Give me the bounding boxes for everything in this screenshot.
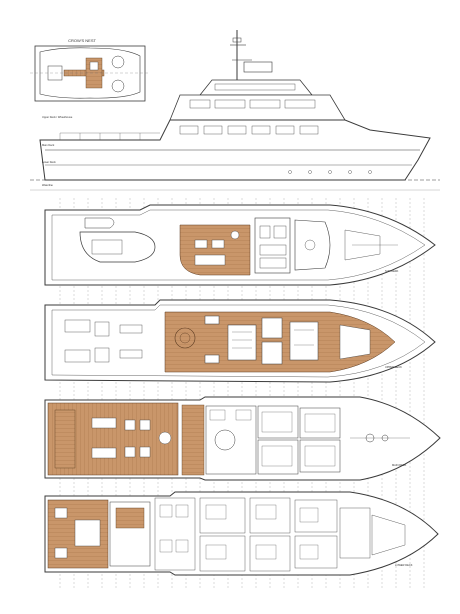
profile-label-3: Lower Deck <box>42 160 56 164</box>
profile-label-4: Waterline <box>42 183 53 187</box>
deck-label-main: MAIN DECK <box>392 463 407 467</box>
deck-label-lower: LOWER DECK <box>395 563 413 567</box>
inset-title: CROW'S NEST <box>68 38 96 43</box>
profile-label-2: Main Deck <box>42 143 55 147</box>
deck-label-sun: SUN DECK <box>385 269 399 273</box>
deck-label-upper: UPPER DECK <box>385 365 402 369</box>
profile-view: Upper Deck / Wheelhouse Main Deck Lower … <box>30 30 440 191</box>
deck-plan-lower: LOWER DECK <box>44 491 439 576</box>
deck-plan-main: MAIN DECK <box>44 396 441 481</box>
deck-plan-upper: UPPER DECK <box>44 299 436 383</box>
crows-nest-inset: CROW'S NEST <box>30 38 150 102</box>
profile-label-1: Upper Deck / Wheelhouse <box>42 115 73 119</box>
deck-plan-sun: SUN DECK <box>44 204 436 286</box>
